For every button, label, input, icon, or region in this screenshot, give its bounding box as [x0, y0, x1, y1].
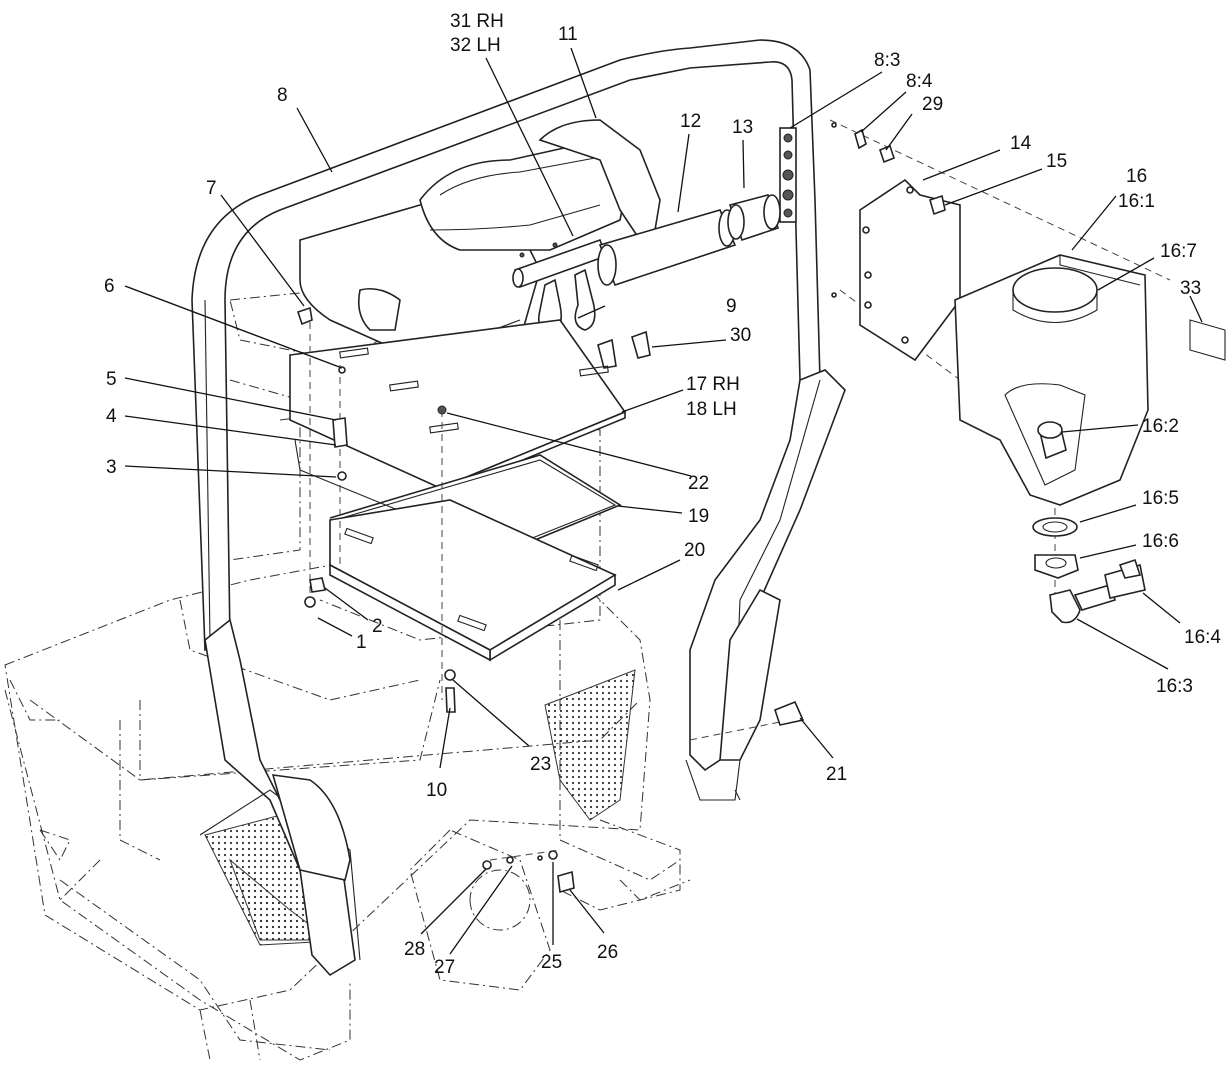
callout-23: 23 — [530, 754, 551, 775]
callout-11: 11 — [558, 24, 578, 45]
callout-29: 29 — [922, 94, 943, 115]
callout-2: 2 — [372, 616, 383, 637]
water-tank — [954, 254, 1226, 624]
mesh-panels — [204, 669, 636, 946]
callout-4: 4 — [106, 406, 117, 427]
callout-17: 17 RH — [686, 374, 740, 395]
tank-bracket — [831, 122, 961, 362]
callout-7: 7 — [206, 178, 217, 199]
callout-1: 1 — [356, 632, 367, 653]
callout-33: 33 — [1180, 278, 1201, 299]
callout-30: 30 — [730, 325, 751, 346]
callout-16: 16 — [1126, 166, 1147, 187]
leader-lines — [124, 47, 1203, 955]
callout-22: 22 — [688, 473, 709, 494]
bottom-plate — [329, 499, 617, 662]
callout-16-3: 16:3 — [1156, 676, 1193, 697]
callout-18: 18 LH — [686, 399, 737, 420]
callout-8-3: 8:3 — [874, 50, 900, 71]
callout-14: 14 — [1010, 133, 1032, 154]
callout-20: 20 — [684, 540, 705, 561]
callout-10: 10 — [426, 780, 447, 801]
rops-frame — [191, 39, 846, 977]
callout-16-4: 16:4 — [1184, 627, 1221, 648]
seat — [299, 119, 661, 371]
callout-25: 25 — [541, 952, 562, 973]
callout-16-1: 16:1 — [1118, 191, 1155, 212]
callout-16-6: 16:6 — [1142, 531, 1179, 552]
callout-27: 27 — [434, 957, 455, 978]
callout-5: 5 — [106, 369, 117, 390]
callout-16-5: 16:5 — [1142, 488, 1179, 509]
callout-13: 13 — [732, 117, 753, 138]
callout-labels: 1 2 3 4 5 6 7 8 9 10 11 12 13 14 15 16 1… — [104, 11, 1221, 978]
assembly-centerlines — [309, 119, 1171, 861]
callout-6: 6 — [104, 276, 115, 297]
callout-9: 9 — [726, 296, 737, 317]
callout-3: 3 — [106, 457, 117, 478]
callout-15: 15 — [1046, 151, 1067, 172]
callout-8-4: 8:4 — [906, 71, 933, 92]
callout-21: 21 — [826, 764, 847, 785]
callout-19: 19 — [688, 506, 709, 527]
callout-16-7: 16:7 — [1160, 241, 1197, 262]
callout-12: 12 — [680, 111, 701, 132]
callout-32: 32 LH — [450, 35, 501, 56]
callout-16-2: 16:2 — [1142, 416, 1179, 437]
callout-28: 28 — [404, 939, 425, 960]
callout-8: 8 — [277, 85, 288, 106]
small-hardware — [296, 306, 805, 894]
callout-31: 31 RH — [450, 11, 504, 32]
callout-26: 26 — [597, 942, 618, 963]
